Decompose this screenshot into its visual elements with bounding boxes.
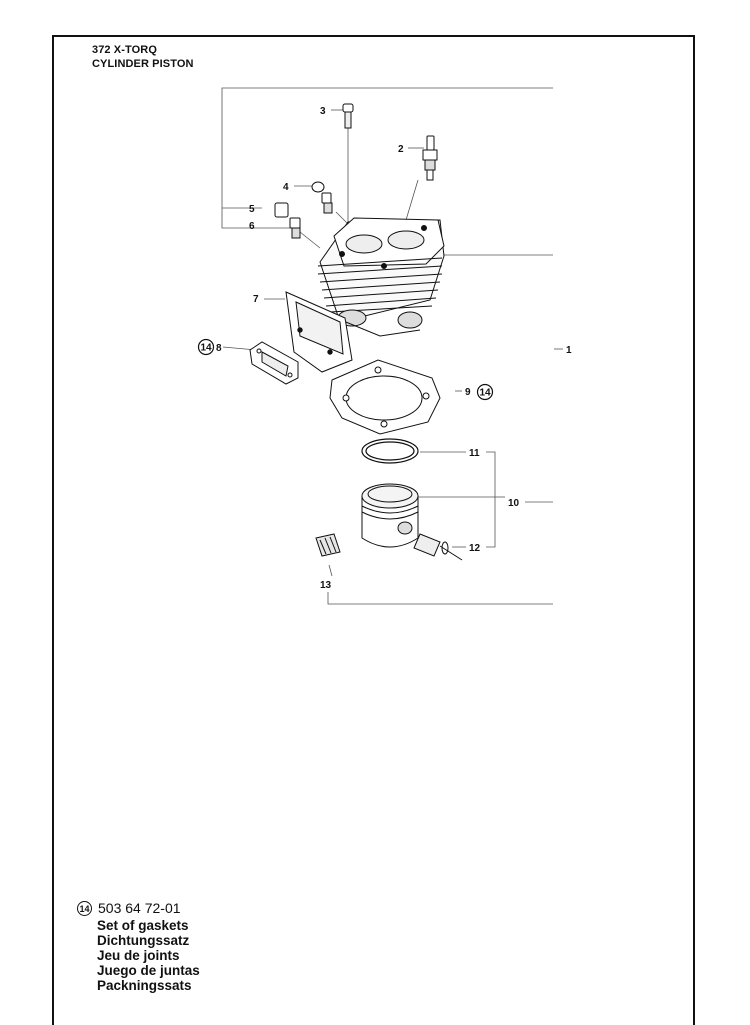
callout-labels: 1 2 3 4 5 6 7 8 9 10 11 12 13: [216, 106, 572, 591]
callout-8: 8: [216, 343, 222, 354]
needle-bearing: [315, 533, 341, 557]
cylinder-gasket: [329, 359, 441, 435]
kit-ref-label: 14: [200, 343, 212, 354]
callout-5: 5: [249, 204, 255, 215]
callout-11: 11: [469, 448, 480, 459]
flange-plate: [285, 291, 353, 373]
callout-9: 9: [465, 387, 471, 398]
kit-name-sv: Packningssats: [97, 978, 192, 993]
muffler-gasket: [249, 341, 299, 385]
callout-2: 2: [398, 144, 404, 155]
callout-10: 10: [508, 498, 520, 509]
callout-13: 13: [320, 580, 332, 591]
piston: [361, 483, 419, 548]
callout-4: 4: [283, 182, 289, 193]
kit-name-de: Dichtungssatz: [97, 933, 190, 948]
screw: [342, 103, 354, 129]
kit-ref-circle: 14: [77, 901, 92, 916]
callout-12: 12: [469, 543, 481, 554]
piston-ring: [361, 438, 419, 464]
section-title: CYLINDER PISTON: [92, 58, 194, 70]
leader-lines: [221, 87, 563, 605]
kit-name-es: Juego de juntas: [97, 963, 200, 978]
plug-and-nipple: [274, 202, 301, 239]
callout-7: 7: [253, 294, 259, 305]
kit-name-fr: Jeu de joints: [97, 948, 180, 963]
spark-plug: [422, 135, 438, 181]
decompression-valve: [311, 181, 333, 214]
kit-ref-8: 14: [197, 338, 215, 356]
kit-part-number: 503 64 72-01: [98, 900, 181, 916]
page-frame: [52, 35, 695, 1025]
model-title: 372 X-TORQ: [92, 44, 157, 56]
kit-ref-9: 14: [476, 383, 494, 401]
callout-6: 6: [249, 221, 255, 232]
piston-pin: [413, 533, 463, 561]
callout-1: 1: [566, 345, 572, 356]
kit-ref-label: 14: [479, 388, 491, 399]
kit-name-en: Set of gaskets: [97, 918, 189, 933]
callout-3: 3: [320, 106, 326, 117]
